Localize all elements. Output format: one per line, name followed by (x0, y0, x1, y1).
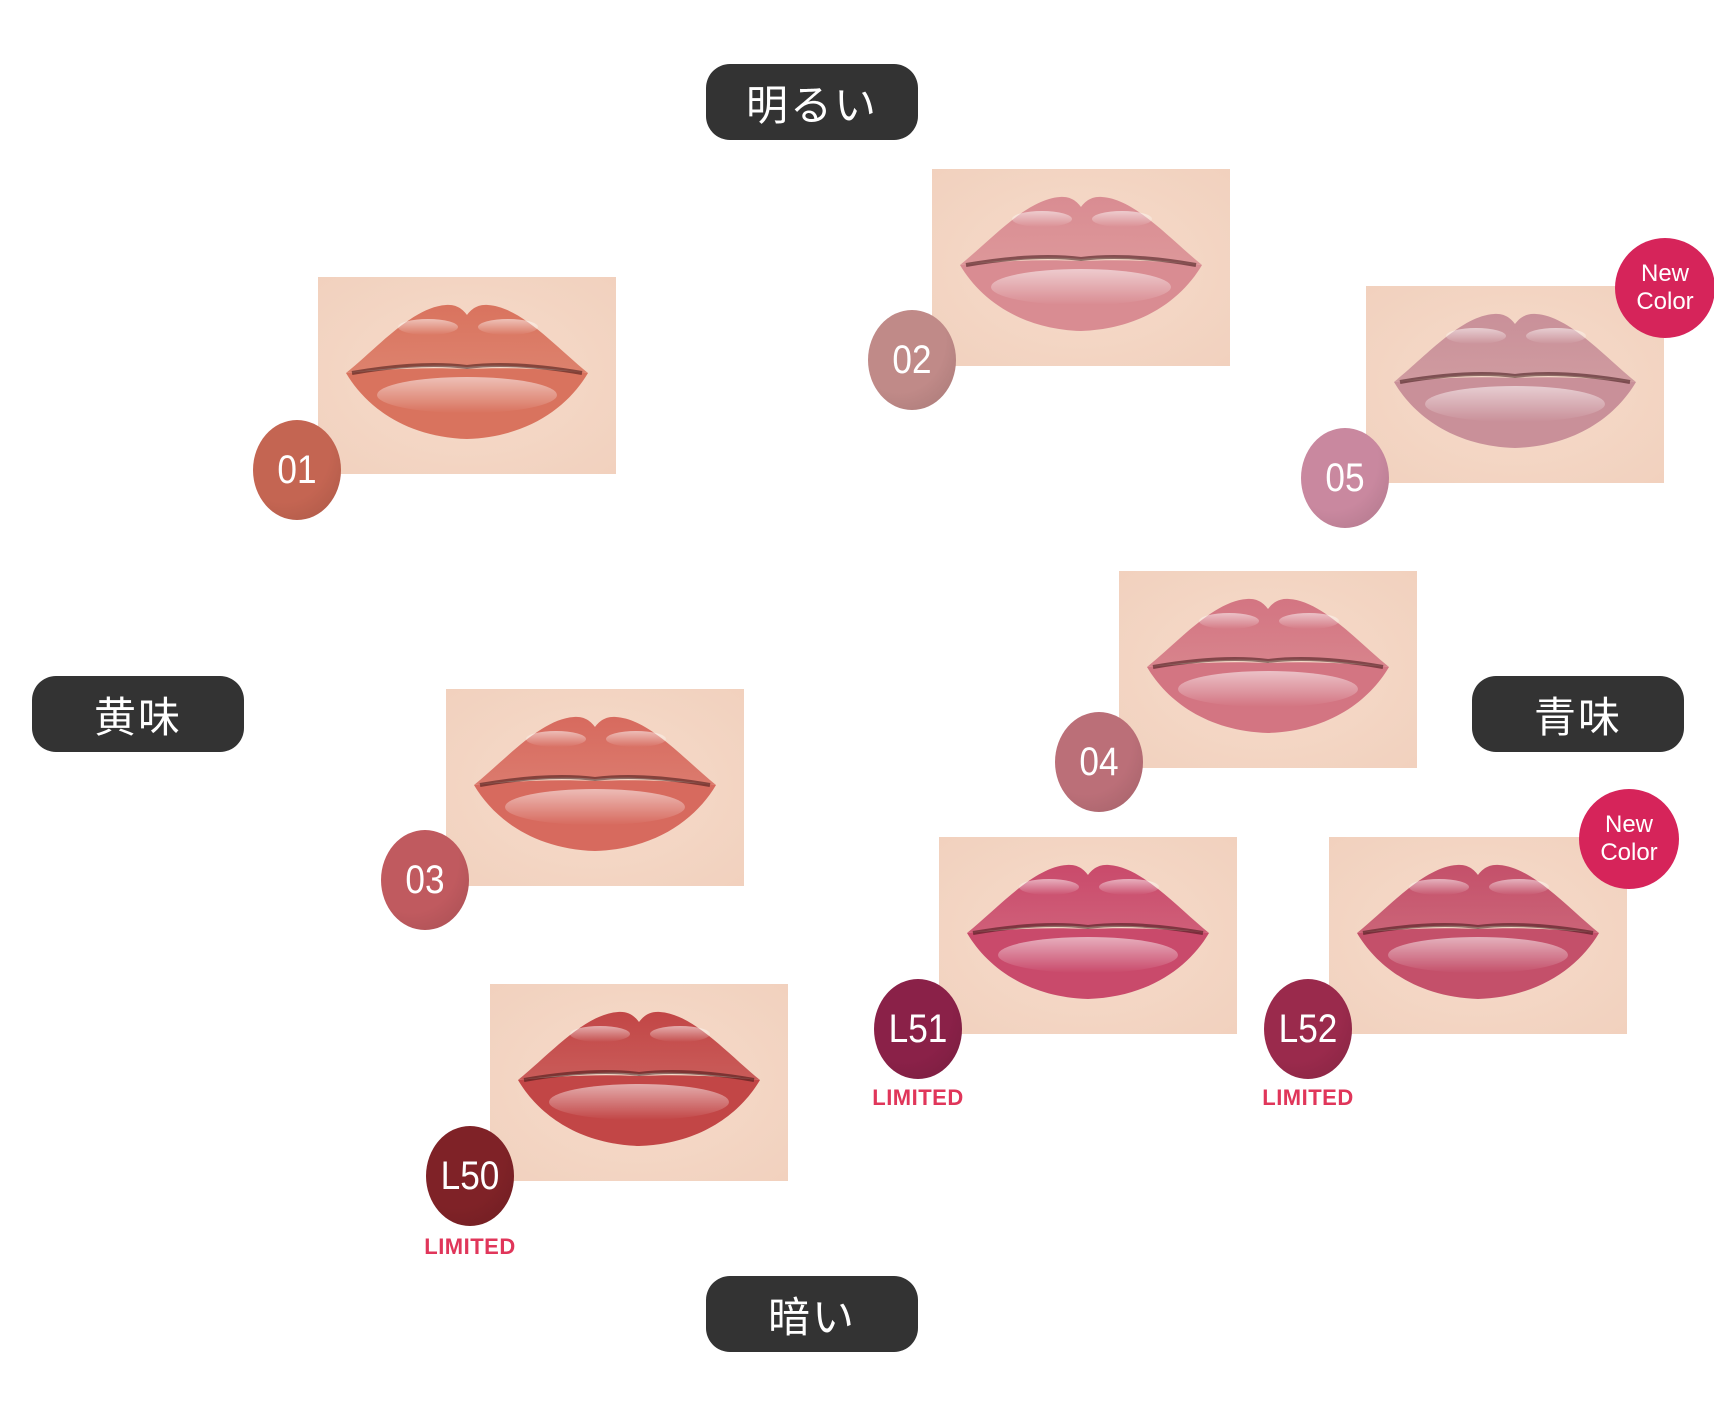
shade-badge-03: 03 (381, 830, 469, 930)
lip-photo (1119, 571, 1417, 768)
lip-swatch-L50[interactable] (490, 984, 788, 1181)
new-color-badge-05: New Color (1615, 238, 1714, 338)
shade-badge-L51: L51 (874, 979, 962, 1079)
lip-photo (446, 689, 744, 886)
lip-photo (1329, 837, 1627, 1034)
lip-swatch-L51[interactable] (939, 837, 1237, 1034)
shade-badge-04: 04 (1055, 712, 1143, 812)
shade-badge-L50: L50 (426, 1126, 514, 1226)
shade-badge-L52: L52 (1264, 979, 1352, 1079)
axis-label-yellowish: 黄味 (32, 676, 244, 752)
lip-swatch-03[interactable] (446, 689, 744, 886)
lip-photo (1366, 286, 1664, 483)
limited-tag-L52: LIMITED (1262, 1085, 1354, 1110)
lip-photo (318, 277, 616, 474)
limited-tag-L50: LIMITED (424, 1234, 516, 1259)
shade-badge-01: 01 (253, 420, 341, 520)
lip-photo (939, 837, 1237, 1034)
lip-swatch-05[interactable] (1366, 286, 1664, 483)
lip-photo (490, 984, 788, 1181)
new-color-line1: New (1604, 811, 1653, 838)
axis-label-dark: 暗い (706, 1276, 918, 1352)
axis-label-bluish: 青味 (1472, 676, 1684, 752)
new-color-badge-L52: New Color (1579, 789, 1679, 889)
limited-tag-L51: LIMITED (872, 1085, 964, 1110)
shade-badge-05: 05 (1301, 428, 1389, 528)
lip-swatch-01[interactable] (318, 277, 616, 474)
shade-badge-02: 02 (868, 310, 956, 410)
new-color-line2: Color (1600, 839, 1658, 866)
new-color-line1: New (1640, 260, 1689, 287)
lip-swatch-L52[interactable] (1329, 837, 1627, 1034)
new-color-line2: Color (1636, 288, 1694, 315)
lip-swatch-04[interactable] (1119, 571, 1417, 768)
axis-label-bright: 明るい (706, 64, 918, 140)
lip-swatch-02[interactable] (932, 169, 1230, 366)
lip-photo (932, 169, 1230, 366)
